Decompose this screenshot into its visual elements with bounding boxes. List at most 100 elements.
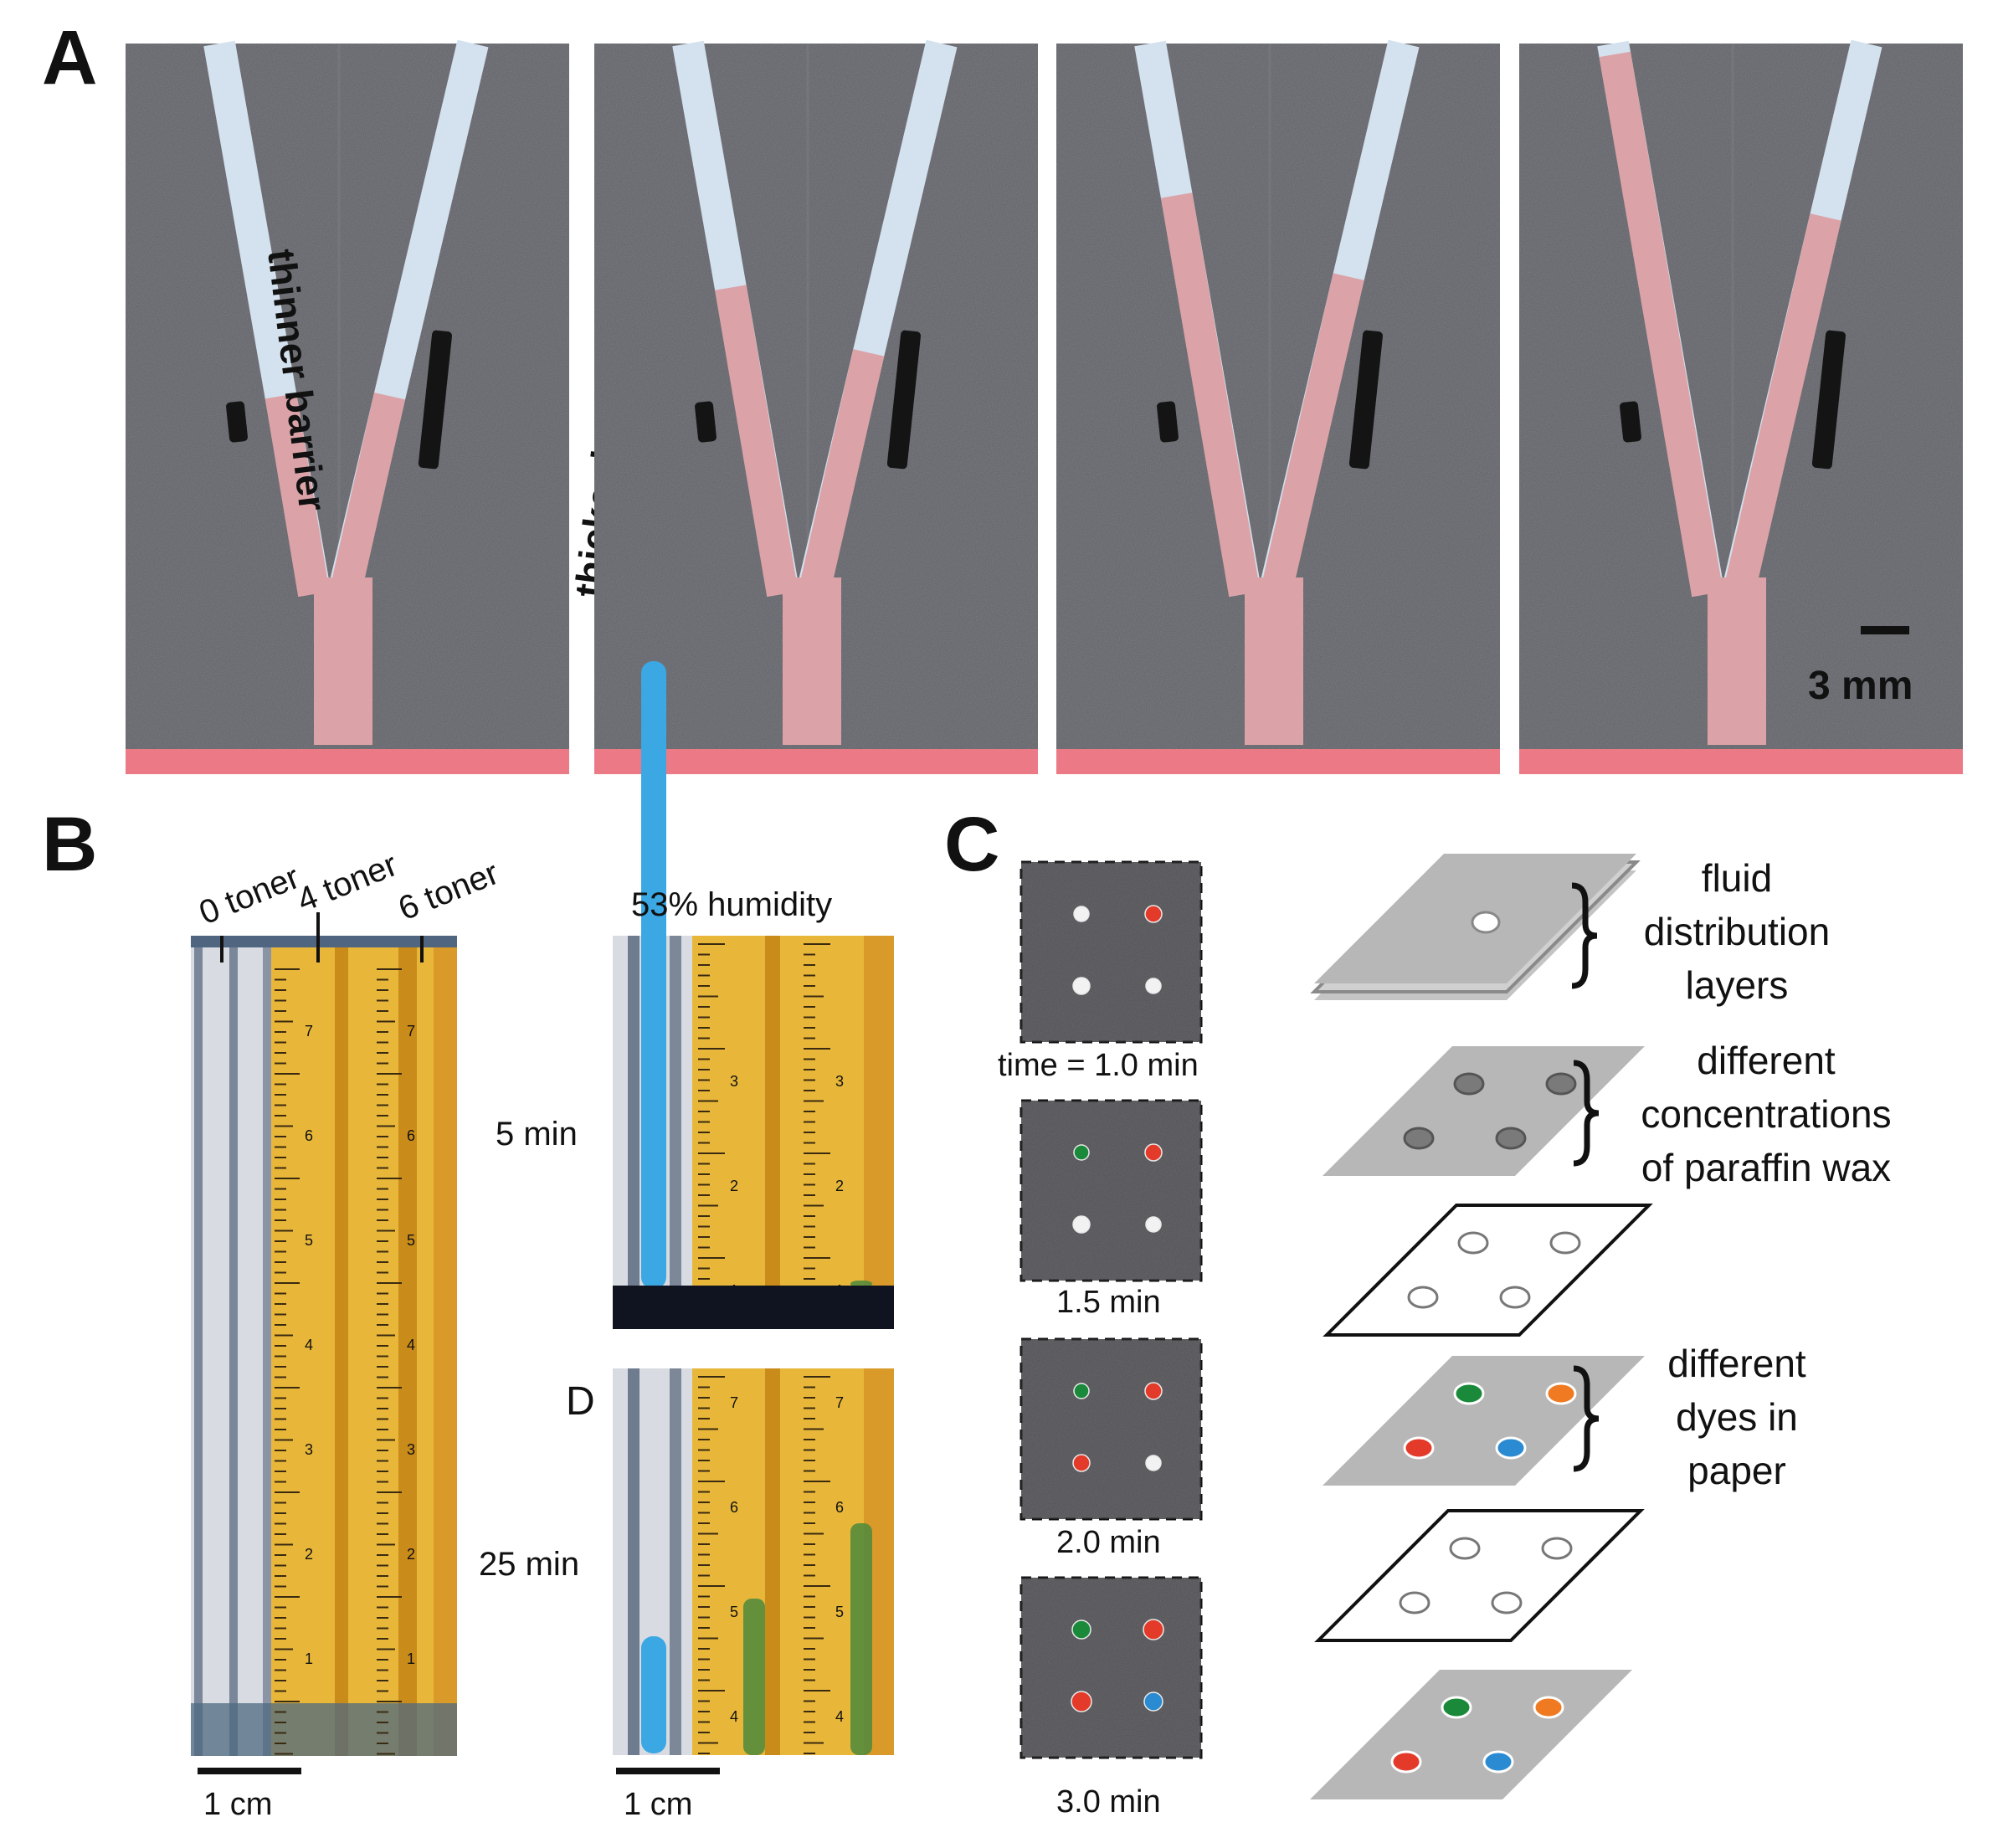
label-fluid-distribution: distribution [1644,910,1830,953]
channel-edge [628,1368,639,1755]
thicker-barrier [418,330,453,470]
time-label: 2.0 min [1056,1525,1161,1560]
fluid-reservoir [1056,749,1500,774]
channel-edge [263,936,271,1756]
dye-spot [1403,1436,1435,1460]
toner-label: 0 toner [194,859,305,932]
label-paraffin-wax: of paraffin wax [1641,1146,1891,1189]
thicker-barrier [886,330,922,470]
photo-texture [1021,1578,1201,1758]
channel-edge [670,936,681,1329]
left-channel-fluid [1160,192,1261,598]
right-channel-fluid [798,349,885,598]
ruler-number: 1 [407,1650,415,1667]
fluid-reservoir [594,749,1038,774]
ruler-number: 2 [305,1546,313,1563]
right-channel-fluid [329,393,406,598]
stem-channel-fluid [1245,578,1303,745]
zoom-ruler-number: 3 [835,1073,844,1090]
ruler-number: 4 [305,1337,313,1353]
green-fluid-column [850,1523,872,1755]
panel-a-frame [594,39,1038,774]
label-different-dyes: different [1667,1342,1806,1385]
bottom-dye-spot [1390,1750,1422,1774]
ruler-number: 6 [305,1127,313,1144]
toner-label: 4 toner [292,846,403,919]
blank-layer-hole [1457,1231,1489,1255]
fluid-inlet-spot [1471,911,1501,934]
zoom-ruler-number: 2 [835,1178,844,1194]
zoom-ruler-number: 5 [730,1604,738,1620]
scale-label-right: 1 cm [624,1787,692,1822]
blank-layer-hole [1499,1286,1531,1309]
ruler-number: 3 [407,1441,415,1458]
label-different-dyes: paper [1687,1449,1786,1492]
photo-dye-spot [1145,1455,1162,1471]
channel-edge [398,936,417,1756]
blank-layer-hole [1449,1537,1481,1560]
blue-fluid-column [641,1636,666,1753]
photo-dye-spot [1145,978,1162,994]
zoom-ruler-number: 2 [730,1178,738,1194]
photo-texture [1021,1101,1201,1281]
channel-edge [229,936,238,1756]
photo-dye-spot [1143,1691,1163,1712]
scale-label-left: 1 cm [203,1787,272,1822]
photo-dye-spot [1072,1215,1091,1234]
right-channel-fluid [1723,213,1841,598]
bottom-dye-spot [1482,1750,1514,1774]
thinner-barrier [226,401,248,443]
label-paraffin-wax: concentrations [1641,1092,1891,1136]
channel-edge [628,936,639,1329]
panel-letter-d: D [566,1379,595,1424]
label-fluid-distribution: layers [1686,963,1789,1007]
photo-dye-spot [1144,1143,1163,1162]
time-label-25min: 25 min [479,1546,579,1583]
zoom-ruler-number: 3 [730,1073,738,1090]
blank-layer-hole [1549,1231,1581,1255]
dye-spot [1545,1382,1577,1405]
dye-spot [1453,1382,1485,1405]
bottom-dye-layer [1310,1670,1632,1799]
ruler-number: 7 [407,1023,415,1040]
photo-dye-spot [1144,905,1163,923]
photo-texture [1021,862,1201,1042]
brace-fluid [1571,882,1598,989]
scale-bar-right [616,1768,720,1774]
panel-a-frame [1056,39,1500,774]
channel-edge [434,936,457,1756]
photo-dye-spot [1143,1619,1164,1640]
dye-spot [1495,1436,1527,1460]
thinner-barrier [695,401,717,443]
panel-a-frame: thinner barrierthicker barrier [126,39,641,774]
panel-letter-c: C [944,802,999,887]
time-label: time = 1.0 min [998,1048,1199,1083]
zoom-ruler-number: 7 [730,1394,738,1411]
green-fluid-column [743,1599,765,1755]
channel-edge [335,936,348,1756]
blue-fluid-column [641,661,666,1289]
thinner-barrier [1620,401,1641,443]
panel-letter-a: A [42,15,97,100]
blank-layer [1323,1204,1653,1337]
thicker-barrier [1811,330,1846,470]
channel-edge [765,1368,780,1755]
photo-dye-spot [1072,977,1091,995]
zoom-ruler-number: 5 [835,1604,844,1620]
scale-bar-left [198,1768,301,1774]
blank-layer-hole [1541,1537,1573,1560]
stem-channel-fluid [314,578,372,745]
blank-layer-lower [1314,1509,1645,1642]
ruler-number: 6 [407,1127,415,1144]
humidity-label: 53% humidity [631,886,832,923]
ruler-number: 1 [305,1650,313,1667]
ruler-number: 4 [407,1337,415,1353]
panel-letter-b: B [42,802,97,887]
brace-wax [1573,1060,1600,1167]
stem-channel-fluid [783,578,841,745]
time-label: 1.5 min [1056,1285,1161,1320]
photo-dye-spot [1145,1216,1162,1233]
wax-spot [1453,1072,1485,1096]
